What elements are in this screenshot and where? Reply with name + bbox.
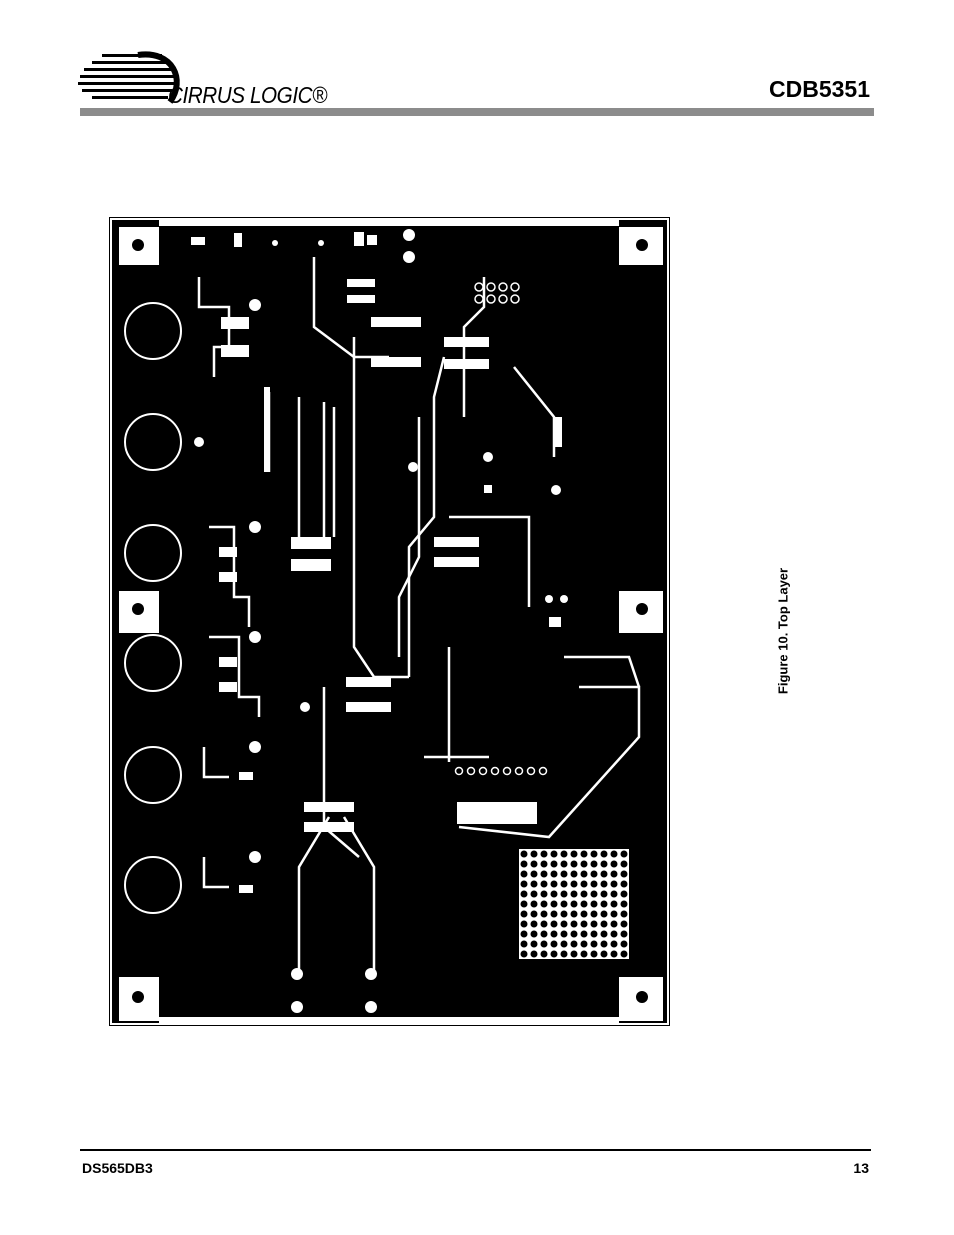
footer-page-number: 13 xyxy=(853,1160,869,1176)
document-title: CDB5351 xyxy=(769,76,870,103)
header-rule xyxy=(80,108,874,116)
pcb-top-layer-figure xyxy=(109,217,670,1026)
footer-doc-number: DS565DB3 xyxy=(82,1160,153,1176)
footer-rule xyxy=(80,1149,871,1151)
brand-wordmark: CIRRUS LOGIC® xyxy=(168,82,327,109)
figure-caption: Figure 10. Top Layer xyxy=(776,568,791,694)
